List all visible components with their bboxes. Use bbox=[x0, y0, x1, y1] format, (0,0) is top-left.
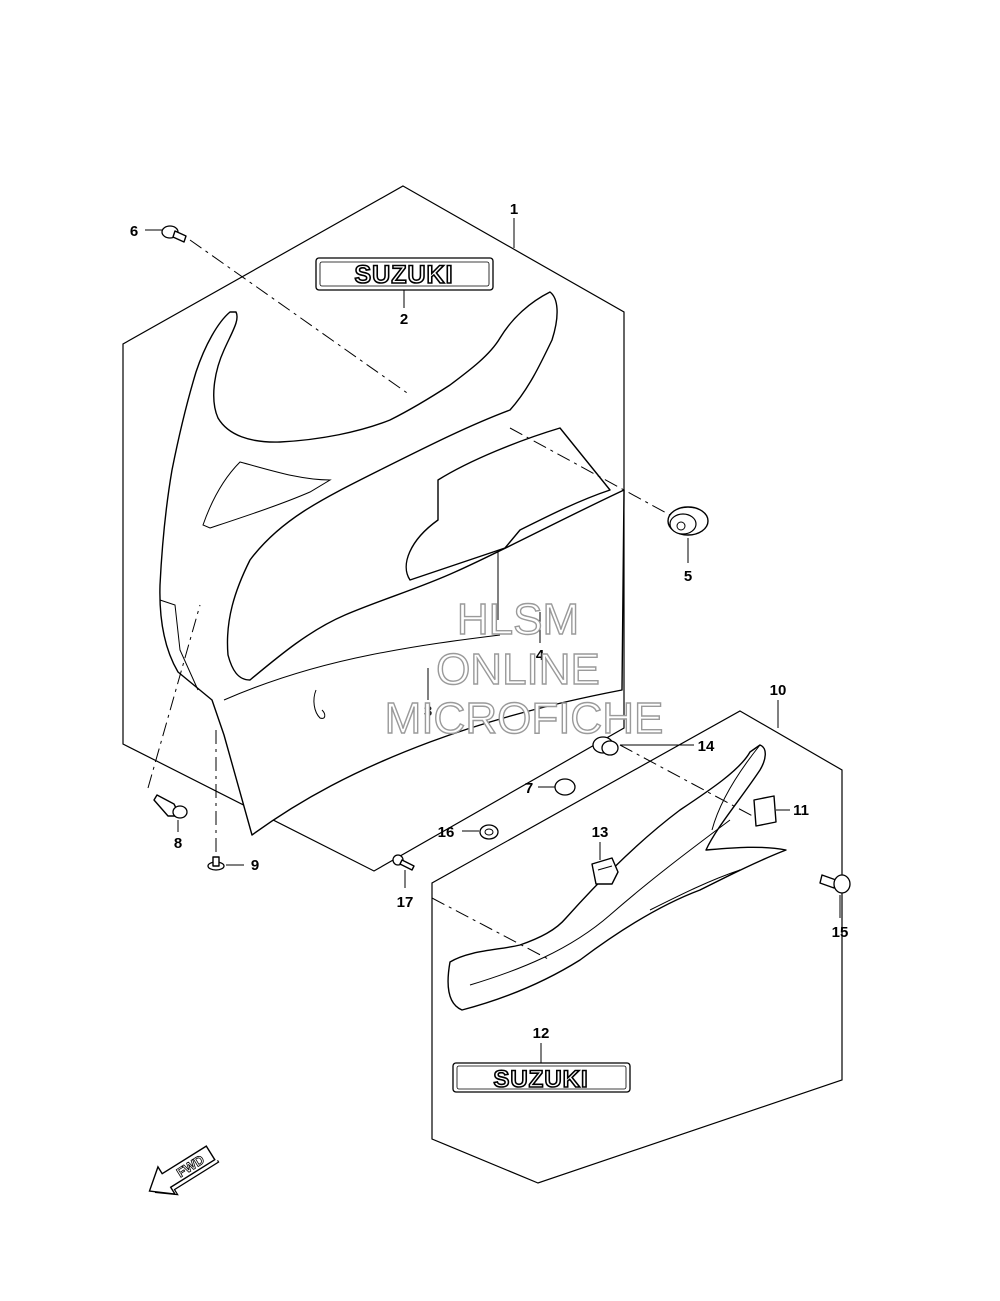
watermark: HLSM ONLINE MICROFICHE bbox=[384, 594, 664, 743]
pad-11[interactable] bbox=[753, 795, 777, 827]
clip-7[interactable] bbox=[554, 778, 576, 796]
callout-16: 16 bbox=[438, 824, 455, 841]
suzuki-emblem-upper-text: SUZUKI bbox=[354, 261, 453, 289]
grommet-14[interactable] bbox=[592, 736, 619, 756]
callout-8: 8 bbox=[174, 835, 182, 852]
callout-17: 17 bbox=[397, 894, 414, 911]
callout-2: 2 bbox=[400, 311, 408, 328]
group-frame-upper-cowling bbox=[122, 185, 625, 872]
screw-8[interactable] bbox=[153, 794, 188, 819]
upper-fairing-panel[interactable] bbox=[159, 291, 625, 836]
screw-6[interactable] bbox=[161, 225, 187, 243]
screw-15[interactable] bbox=[819, 874, 851, 894]
forward-direction-arrow-icon: FWD bbox=[148, 1145, 220, 1196]
callout-13: 13 bbox=[592, 824, 609, 841]
callout-1: 1 bbox=[510, 201, 518, 218]
callout-4: 4 bbox=[536, 647, 545, 664]
callout-9: 9 bbox=[251, 857, 259, 874]
callout-12: 12 bbox=[533, 1025, 550, 1042]
watermark-line-2: ONLINE bbox=[436, 645, 600, 694]
screw-17[interactable] bbox=[392, 854, 415, 871]
nut-16[interactable] bbox=[479, 824, 499, 840]
callout-14: 14 bbox=[698, 738, 715, 755]
suzuki-emblem-lower-text: SUZUKI bbox=[493, 1066, 588, 1093]
callout-15: 15 bbox=[832, 924, 849, 941]
callout-6: 6 bbox=[130, 223, 138, 240]
watermark-line-3: MICROFICHE bbox=[385, 694, 664, 743]
fastener-9[interactable] bbox=[207, 856, 225, 871]
grommet-5[interactable] bbox=[667, 506, 709, 536]
suzuki-emblem-lower[interactable]: SUZUKI bbox=[452, 1062, 631, 1094]
callout-7: 7 bbox=[525, 780, 533, 797]
callout-10: 10 bbox=[770, 682, 787, 699]
callout-3: 3 bbox=[424, 703, 432, 720]
callout-11: 11 bbox=[793, 802, 809, 819]
lower-side-cowl[interactable] bbox=[447, 744, 787, 1011]
watermark-line-1: HLSM bbox=[457, 595, 579, 644]
callout-5: 5 bbox=[684, 568, 692, 585]
group-frame-lower-cowling bbox=[431, 710, 843, 1184]
suzuki-emblem-upper[interactable]: SUZUKI bbox=[315, 257, 494, 291]
nut-clip-13[interactable] bbox=[591, 857, 619, 885]
